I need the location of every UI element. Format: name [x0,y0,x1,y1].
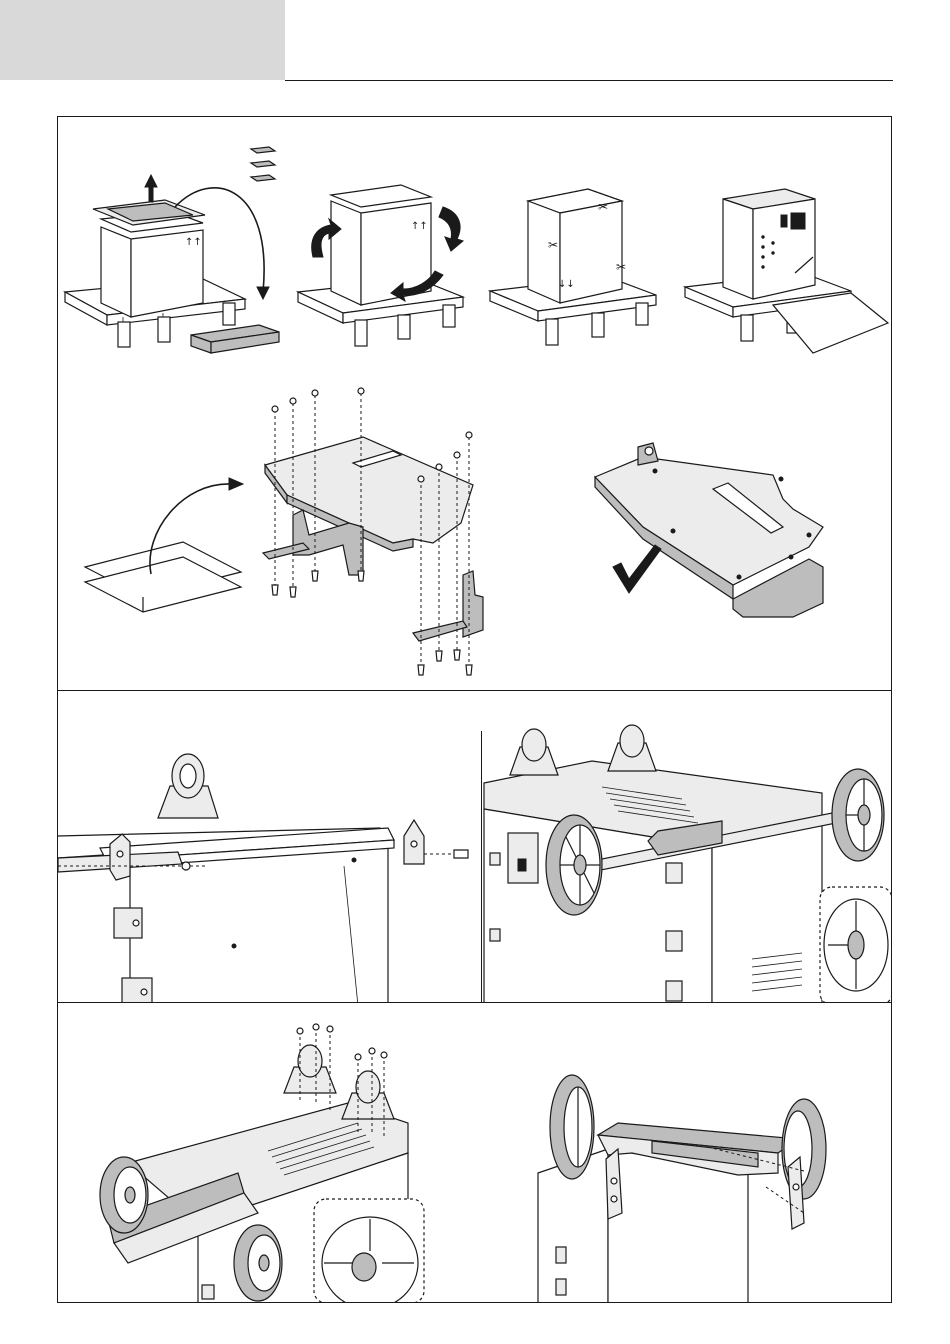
svg-text:↓↓: ↓↓ [558,279,575,290]
wheel-right [832,769,884,861]
step-unfold-sheet [83,462,253,622]
caster [158,754,218,818]
step-axle-wheels [482,731,891,1003]
bracket-right [413,571,483,641]
step-cut-box: ✂ ✂ ✂ ↓↓ [488,179,668,359]
header-corner-tab [0,0,285,80]
step-unpacked-with-ramp [683,177,891,357]
loose-bracket [404,820,468,864]
cardboard-box: ✂ ✂ ✂ ↓↓ [528,189,626,303]
wheel-left [546,815,602,915]
step-assembled-shelf [583,427,843,637]
svg-text:↑↑: ↑↑ [411,221,428,232]
step-bolt-shelf [253,375,513,685]
ramp [773,293,888,353]
detail-callout [314,1199,424,1302]
step-side-bracket [58,746,478,1003]
rotate-right-arrow-icon [439,207,463,251]
caster-right [608,725,656,771]
bracket-plate [110,834,130,880]
panel-axle-wheels [58,691,891,1003]
step-remove-lid: ↑↑ [63,127,283,362]
panel-casters-cradle [58,1003,891,1302]
side-latch-2 [122,978,152,1003]
svg-text:↑↑: ↑↑ [185,237,202,248]
wheel-left [100,1157,148,1233]
step-mount-casters [88,1023,448,1302]
wheel-right [234,1225,282,1301]
instruction-frame: ↑↑ [57,116,892,1303]
wheel-left [550,1075,594,1179]
parts-stack [251,147,275,181]
svg-text:✂: ✂ [598,200,608,214]
caster-left [510,729,558,775]
scissors-icon: ✂ [548,238,558,252]
detail-callout [820,887,891,1003]
check-icon [613,545,661,593]
caster-left [284,1045,336,1093]
svg-text:✂: ✂ [616,260,626,274]
side-latch-1 [114,908,142,938]
header-rule [285,80,893,81]
caster-right [342,1071,394,1119]
cardboard-box: ↑↑ [93,200,205,317]
removed-lid [191,325,279,353]
up-arrow-icon [145,175,157,202]
step-rotate-box: ↑↑ [293,167,483,357]
panel-unpacking: ↑↑ [58,117,891,691]
welder-unit [723,189,815,299]
step-cradle [528,1063,848,1302]
